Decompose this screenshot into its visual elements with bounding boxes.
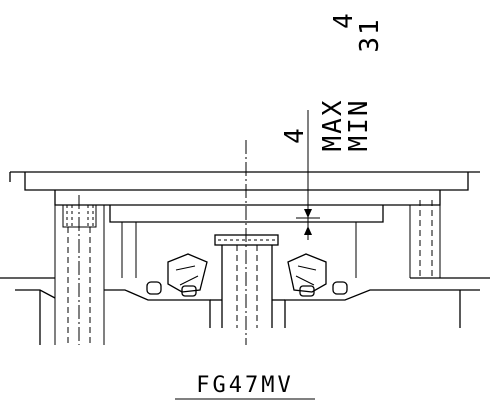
left-seal [146,253,208,297]
dimension-line [296,110,320,240]
lower-flange [54,190,441,223]
right-stud [409,200,441,278]
top-plate [9,171,480,191]
shaft [210,140,285,345]
housing-right [284,222,490,328]
dim-label-min: MIN [344,99,374,152]
dim-label-max: MAX [318,99,348,152]
housing-left [0,222,211,345]
left-bolt [54,195,105,345]
drawing-title: FG47MV [196,373,293,398]
dim-value-min: 31 [355,17,385,52]
dim-value-max: 4 [329,11,359,29]
right-seal [287,253,348,297]
dim-value-4: 4 [280,126,310,144]
